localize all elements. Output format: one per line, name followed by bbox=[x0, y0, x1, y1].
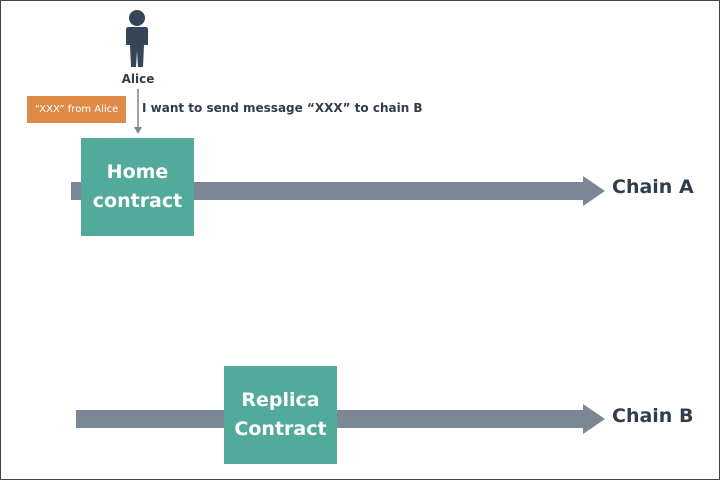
chain-a-arrow bbox=[71, 176, 605, 206]
home-contract-line2: contract bbox=[92, 190, 183, 212]
replica-contract-box: Replica Contract bbox=[224, 366, 337, 464]
person-icon bbox=[126, 10, 148, 67]
message-text: I want to send message “XXX” to chain B bbox=[142, 101, 423, 115]
home-contract-box: Home contract bbox=[81, 138, 194, 236]
replica-contract-line2: Contract bbox=[234, 418, 327, 440]
actor-name: Alice bbox=[121, 72, 155, 86]
home-contract-line1: Home bbox=[106, 161, 169, 183]
replica-contract-line1: Replica bbox=[241, 389, 320, 411]
message-badge: “XXX” from Alice bbox=[27, 96, 126, 123]
chain-b-arrow bbox=[76, 404, 605, 434]
chain-a-label: Chain A bbox=[612, 176, 694, 198]
chain-b-label: Chain B bbox=[612, 405, 694, 427]
message-arrow-head bbox=[134, 127, 142, 134]
